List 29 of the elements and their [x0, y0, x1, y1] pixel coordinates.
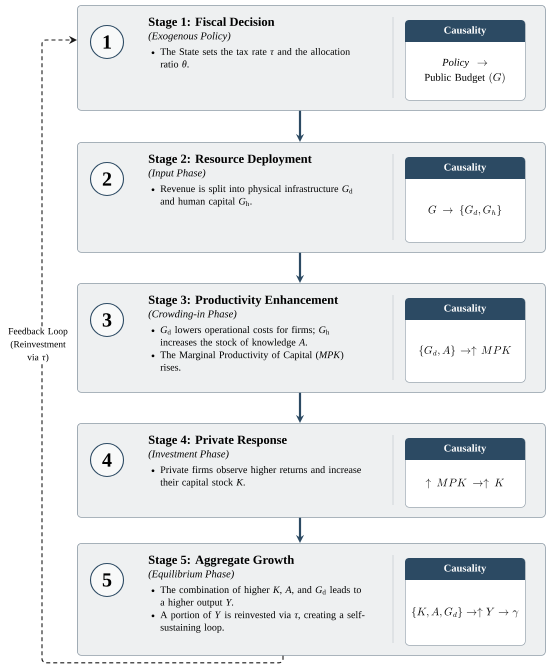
- bullet-item: G$_{d}$ lowers operational costs for firms; G$_{h}$ increases the stock of knowledge A.: [152, 326, 330, 348]
- phase-subtitle: (Investment Phase): [148, 450, 229, 460]
- bullet-item: Revenue is split into physical infrastructure G$_{d}$ and human capital G$_{h}$.: [152, 184, 352, 207]
- header-bar: Causality: [405, 298, 525, 320]
- stage-title: Stage 4: Private Response: [148, 435, 287, 447]
- phase-subtitle: (Equilibrium Phase): [148, 570, 234, 580]
- bullet-item: Private firms observe higher returns and increase their capital stock K.: [152, 466, 361, 488]
- stage-title: Stage 5: Aggregate Growth: [148, 555, 294, 567]
- causality-formula: $G \rightarrow \{G_d, G_h\}$: [428, 205, 502, 216]
- edge-label: Feedback Loop (Reinvestment via τ): [8, 328, 68, 362]
- phase-subtitle: (Crowding-in Phase): [148, 310, 236, 320]
- header-bar: Causality: [405, 438, 525, 460]
- stage-title: Stage 1: Fiscal Decision: [148, 17, 274, 29]
- header-bar: Causality: [405, 20, 525, 42]
- stage-title: Stage 3: Productivity Enhancement: [148, 295, 338, 307]
- causality-formula: $\uparrow MPK \rightarrow \uparrow K$: [426, 478, 504, 488]
- causality-formula: $\{G_d, A\} \rightarrow \uparrow MPK$: [419, 346, 512, 356]
- causality-formula: $\{K, A, G_d\} \rightarrow \uparrow Y \rightarrow \gamma$: [412, 607, 518, 618]
- causality-formula: $\mathit{Policy} \rightarrow \mathrm{Public\ Budget}\ (G)$: [424, 58, 505, 84]
- bullet-item: The State sets the tax rate τ and the allocation ratio θ.: [152, 48, 350, 68]
- phase-subtitle: (Input Phase): [148, 169, 206, 179]
- bullet-item: A portion of Y is reinvested via τ, creating a self-sustaining loop.: [152, 611, 365, 633]
- feedback-arrow: [41, 36, 284, 664]
- phase-subtitle: (Exogenous Policy): [148, 32, 230, 42]
- bullet-item: The Marginal Productivity of Capital (MPK) rises.: [152, 351, 344, 371]
- bullet-item: The combination of higher K, A, and G$_{d}$ leads to a higher output Y.: [152, 586, 361, 608]
- stage-title: Stage 2: Resource Deployment: [148, 154, 312, 166]
- header-bar: Causality: [405, 558, 525, 580]
- header-bar: Causality: [405, 157, 525, 179]
